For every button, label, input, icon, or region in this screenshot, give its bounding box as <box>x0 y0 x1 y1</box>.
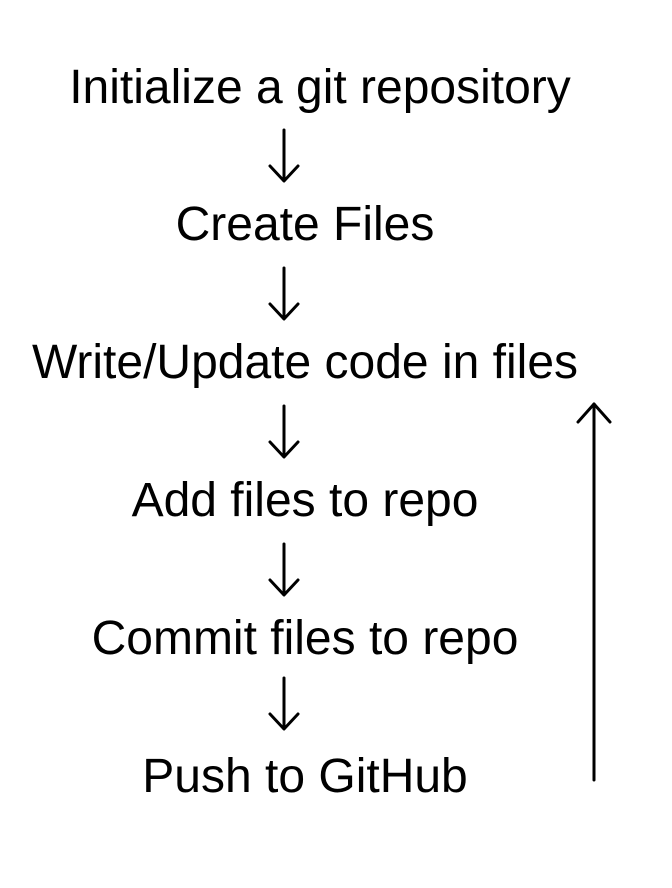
step-commit-files: Commit files to repo <box>91 612 519 665</box>
step-create-files: Create Files <box>175 198 435 251</box>
step-add-files: Add files to repo <box>131 474 479 527</box>
down-arrow-icon <box>268 128 300 183</box>
loop-back-arrow-icon <box>576 402 612 782</box>
down-arrow-icon <box>268 542 300 597</box>
down-arrow-icon <box>268 676 300 731</box>
down-arrow-icon <box>268 266 300 321</box>
step-write-update-code: Write/Update code in files <box>31 336 579 389</box>
step-push-to-github: Push to GitHub <box>142 750 468 803</box>
step-initialize-repo: Initialize a git repository <box>69 61 571 114</box>
down-arrow-icon <box>268 404 300 459</box>
